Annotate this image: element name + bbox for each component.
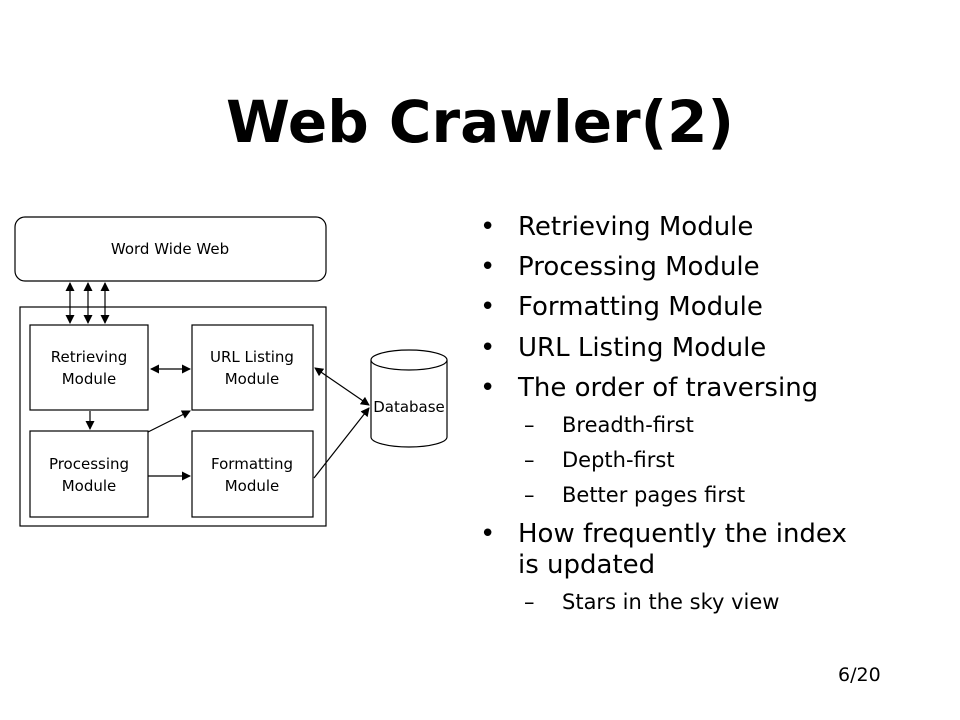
retrieving-module-box (29, 324, 149, 411)
slide-title: Web Crawler(2) (225, 88, 735, 156)
bullet-item: Retrieving Module (480, 212, 920, 243)
sub-bullet-item: –Breadth-first (524, 412, 694, 437)
url-listing-label-1: URL Listing (210, 348, 294, 366)
formatting-database-arrow (313, 407, 370, 479)
retrieving-label-1: Retrieving (51, 348, 128, 366)
formatting-label-2: Module (225, 477, 280, 495)
bullet-item: Processing Module (480, 252, 920, 283)
formatting-label-1: Formatting (211, 455, 293, 473)
www-label: Word Wide Web (111, 240, 229, 258)
sub-bullet-item: –Depth-first (524, 448, 675, 473)
database-label: Database (373, 398, 445, 416)
crawler-diagram: Word Wide Web Retrieving Module URL List… (14, 216, 448, 527)
processing-module-box (29, 430, 149, 518)
processing-label-2: Module (62, 477, 117, 495)
url-listing-module-box (191, 324, 314, 411)
database-cylinder (370, 349, 448, 448)
url-database-arrow (314, 367, 370, 406)
bullet-item: URL Listing Module (480, 333, 920, 364)
processing-label-1: Processing (49, 455, 129, 473)
bullet-item: Formatting Module (480, 292, 920, 323)
url-listing-label-2: Module (225, 370, 280, 388)
retrieving-label-2: Module (62, 370, 117, 388)
bullet-list: Retrieving Module Processing Module Form… (480, 212, 920, 625)
processing-url-arrow (147, 410, 191, 433)
formatting-module-box (191, 430, 314, 518)
page-number: 6/20 (838, 664, 881, 686)
sub-bullet-item: –Stars in the sky view (524, 589, 780, 614)
www-box (14, 216, 327, 282)
sub-bullet-item: –Better pages first (524, 483, 746, 508)
bullet-item: The order of traversing (480, 373, 920, 404)
